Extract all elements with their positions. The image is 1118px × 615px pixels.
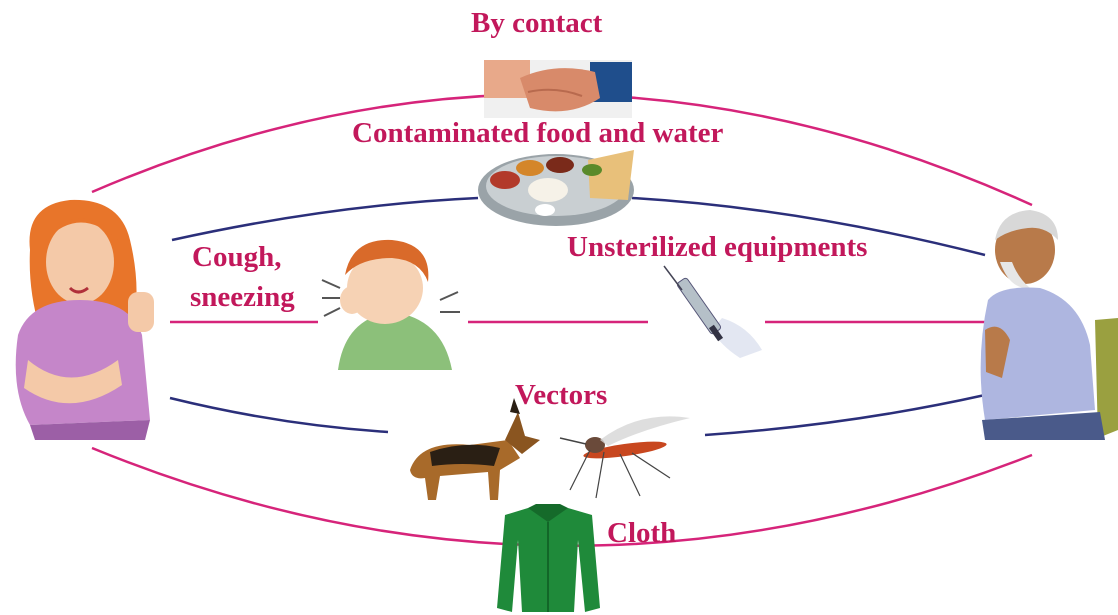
shirt-icon	[497, 504, 600, 612]
label-vectors: Vectors	[515, 380, 607, 412]
label-cloth: Cloth	[607, 518, 676, 550]
label-contaminated-food-water: Contaminated food and water	[352, 118, 723, 150]
label-cough: Cough,	[192, 242, 281, 274]
food-arc-left	[172, 198, 478, 240]
label-by-contact: By contact	[471, 8, 602, 40]
coughing-boy-icon	[318, 240, 466, 370]
dog-icon	[410, 398, 540, 500]
label-unsterilized-equipments: Unsterilized equipments	[567, 232, 867, 264]
old-man-icon	[981, 210, 1118, 440]
vector-arc-left	[170, 398, 388, 432]
sick-woman-icon	[16, 200, 154, 440]
handshake-icon	[484, 60, 632, 118]
label-sneezing: sneezing	[190, 282, 295, 314]
syringe-icon	[664, 266, 762, 358]
mosquito-icon	[560, 416, 690, 498]
vector-arc-right	[705, 395, 985, 435]
food-plate-icon	[478, 150, 634, 226]
